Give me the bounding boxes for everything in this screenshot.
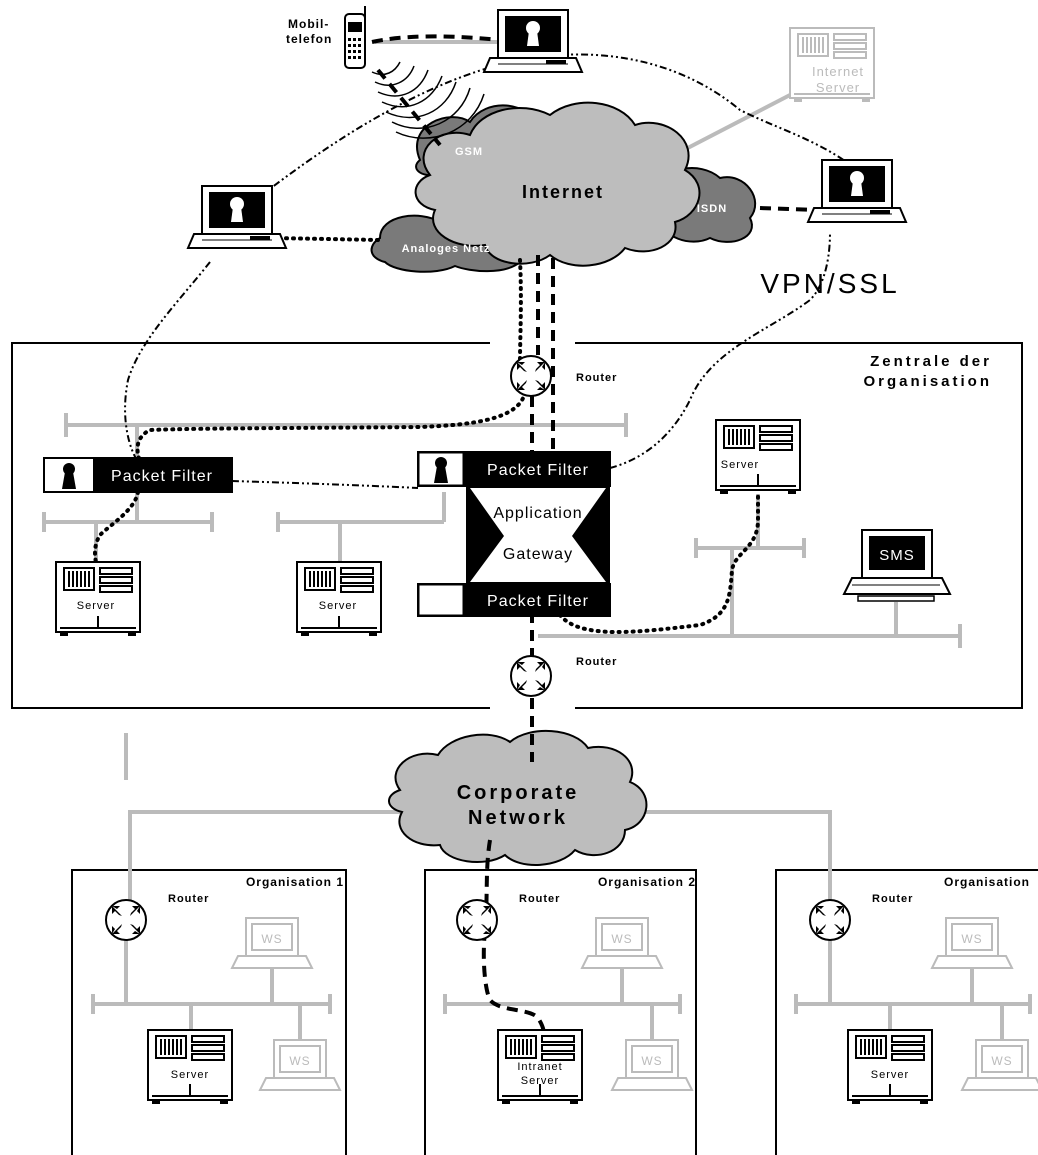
keyhole-icon <box>434 457 448 483</box>
gsm-label: GSM <box>455 146 483 158</box>
organisation-1-box <box>71 869 347 1155</box>
laptop-left-icon <box>187 185 287 249</box>
analog-net-label: Analoges Netz <box>402 243 491 255</box>
ws-org1-bottom-label: WS <box>289 1054 310 1068</box>
intranet-server-label: Intranet <box>517 1061 562 1073</box>
organisation-2-box <box>424 869 697 1155</box>
packet-filter-left-label: Packet Filter <box>111 468 213 485</box>
router-bottom-icon <box>510 655 552 697</box>
server-right-icon <box>715 419 801 495</box>
zentrale-label: Zentrale der <box>870 353 992 370</box>
router-top-icon <box>510 355 552 397</box>
server-middle-label: Server <box>319 600 357 612</box>
packet-filter-left <box>43 457 233 493</box>
router-top-label: Router <box>576 372 617 384</box>
router-org2-icon <box>456 899 498 941</box>
connection-lines <box>93 34 861 1035</box>
laptop-right-icon <box>807 159 907 223</box>
server-left-label: Server <box>77 600 115 612</box>
mobile-phone-label: Mobil- <box>288 17 329 31</box>
radio-waves-icon <box>371 61 485 139</box>
router-org2-label: Router <box>519 893 560 905</box>
laptop-top-icon <box>483 9 583 73</box>
internet-server-label: Internet <box>812 64 864 79</box>
router-bottom-label: Router <box>576 656 617 668</box>
packet-filter-top-label: Packet Filter <box>487 462 589 479</box>
ws-org3-top-label: WS <box>961 932 982 946</box>
packet-filter-bottom <box>417 583 611 617</box>
application-gateway-label-2: Gateway <box>503 546 573 563</box>
router-org3-label: Router <box>872 893 913 905</box>
packet-filter-bottom-label: Packet Filter <box>487 593 589 610</box>
packet-filter-top <box>417 451 611 487</box>
server-org3-label: Server <box>871 1069 909 1081</box>
ws-org1-top-label: WS <box>261 932 282 946</box>
router-org3-icon <box>809 899 851 941</box>
mobile-phone-label-2: telefon <box>286 32 332 46</box>
internet-label: Internet <box>522 182 604 202</box>
server-right-label: Server <box>721 459 759 471</box>
application-gateway <box>466 486 610 584</box>
ws-org2-top-label: WS <box>611 932 632 946</box>
keyhole-icon <box>62 463 76 489</box>
corporate-network-cloud <box>388 730 648 866</box>
zentrale-label-2: Organisation <box>863 373 992 390</box>
internet-cloud <box>414 101 701 267</box>
vpn-ssl-label: VPN/SSL <box>760 268 899 299</box>
gray-network-lines <box>42 40 1032 1040</box>
server-org1-icon <box>147 1029 233 1105</box>
server-org3-icon <box>847 1029 933 1105</box>
router-org1-icon <box>105 899 147 941</box>
ws-org2-bottom-label: WS <box>641 1054 662 1068</box>
mobile-phone-icon <box>344 6 366 69</box>
isdn-label: ISDN <box>697 203 727 215</box>
server-org1-label: Server <box>171 1069 209 1081</box>
internet-server-label-2: Server <box>816 80 860 95</box>
server-middle-icon <box>296 561 382 637</box>
zentrale-box <box>11 342 1023 709</box>
ws-org3-bottom-label: WS <box>991 1054 1012 1068</box>
organisation-2-label: Organisation 2 <box>598 875 696 889</box>
corporate-network-label-2: Network <box>468 807 568 829</box>
corporate-network-label: Corporate <box>457 782 580 804</box>
server-left-icon <box>55 561 141 637</box>
organisation-3-box <box>775 869 1038 1155</box>
application-gateway-label: Application <box>493 505 582 522</box>
organisation-3-label: Organisation <box>944 875 1030 889</box>
router-org1-label: Router <box>168 893 209 905</box>
intranet-server-label-2: Server <box>521 1075 559 1087</box>
sms-terminal-icon <box>842 529 952 602</box>
organisation-1-label: Organisation 1 <box>246 875 344 889</box>
sms-label: SMS <box>879 547 915 564</box>
